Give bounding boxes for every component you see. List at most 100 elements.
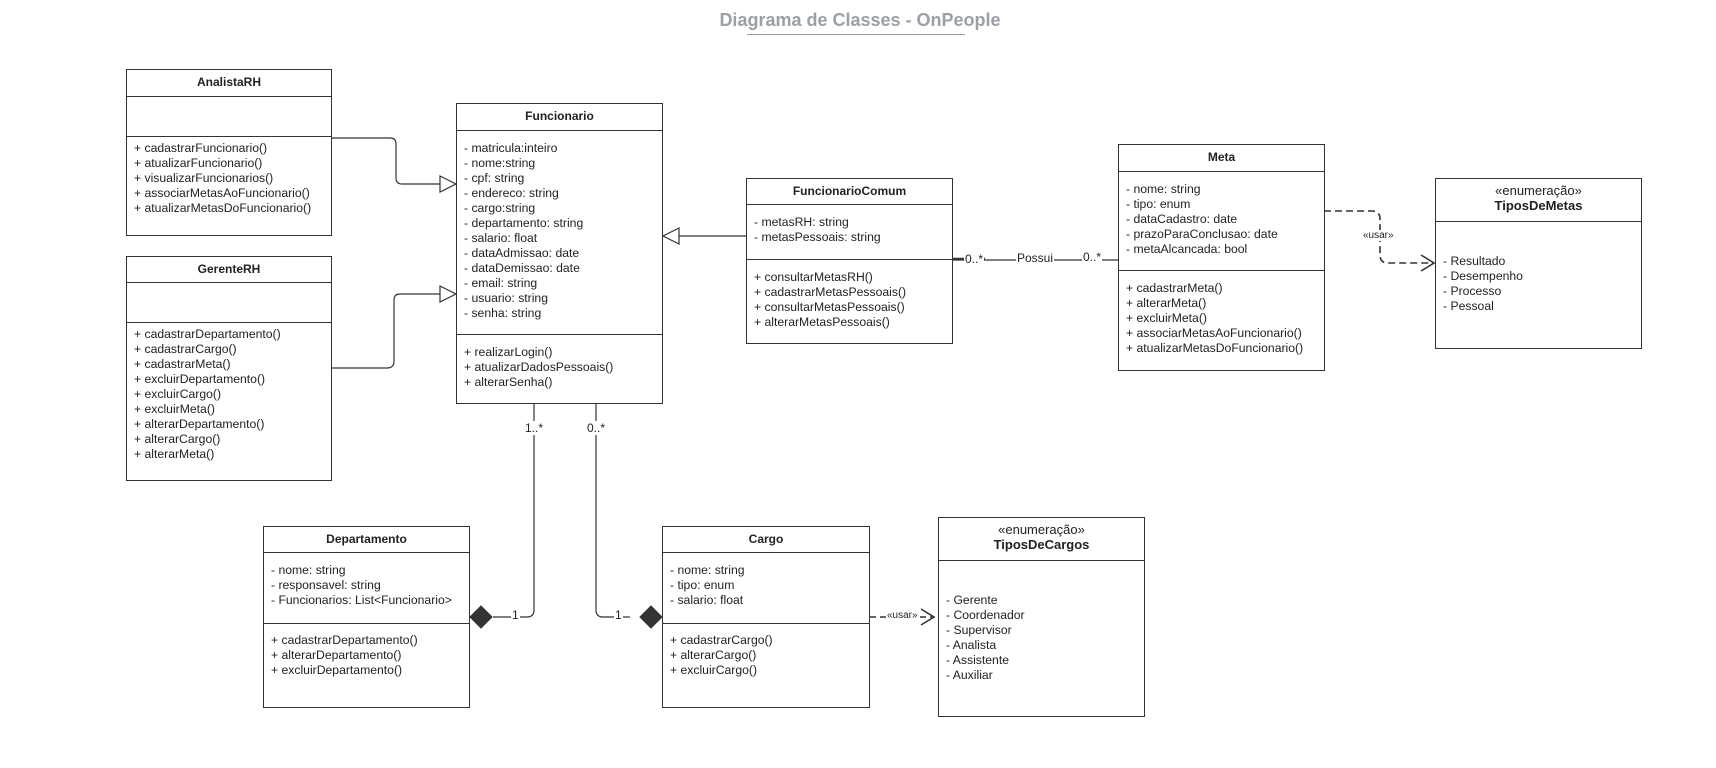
class-departamento-name: Departamento	[264, 527, 469, 553]
generalization-gerente-funcionario	[330, 293, 440, 369]
title-underline	[747, 34, 965, 35]
class-meta-attributes: - nome: string- tipo: enum- dataCadastro…	[1119, 172, 1324, 271]
class-funcionario-attributes: - matricula:inteiro- nome:string- cpf: s…	[457, 131, 662, 335]
possui-left-multiplicity: 0..*	[964, 252, 985, 266]
class-cargo[interactable]: Cargo - nome: string- tipo: enum- salari…	[662, 526, 870, 708]
class-analistarh-name: AnalistaRH	[127, 70, 331, 97]
enum-tiposdemetas-values-item: - Resultado	[1443, 254, 1506, 268]
class-meta[interactable]: Meta - nome: string- tipo: enum- dataCad…	[1118, 144, 1325, 371]
enum-tiposdecargos-values-item: - Analista	[946, 638, 997, 652]
usar-meta-label: «usar»	[1362, 230, 1395, 241]
class-funcionariocomum-attributes: - metasRH: string- metasPessoais: string	[747, 205, 952, 260]
class-cargo-attributes-item: - tipo: enum	[670, 578, 735, 592]
class-meta-methods-item: + cadastrarMeta()	[1126, 281, 1223, 295]
class-funcionario-attributes-item: - cargo:string	[464, 201, 536, 215]
class-funcionario-methods: + realizarLogin()+ atualizarDadosPessoai…	[457, 335, 662, 390]
class-funcionariocomum-methods-item: + consultarMetasPessoais()	[754, 300, 905, 314]
class-gerenterh-methods-item: + excluirCargo()	[134, 387, 222, 401]
class-departamento[interactable]: Departamento - nome: string- responsavel…	[263, 526, 470, 708]
class-departamento-methods-item: + cadastrarDepartamento()	[271, 633, 418, 647]
composition-diamond-departamento	[469, 605, 493, 629]
generalization-arrowhead-analista	[439, 175, 458, 193]
class-gerenterh-methods-item: + alterarCargo()	[134, 432, 221, 446]
class-cargo-methods: + cadastrarCargo()+ alterarCargo()+ excl…	[663, 624, 869, 678]
possui-right-multiplicity: 0..*	[1082, 250, 1103, 264]
enum-tiposdemetas-name: TiposDeMetas	[1494, 198, 1583, 213]
generalization-arrowhead-comum	[661, 227, 680, 245]
composition-cargo-funcionario	[595, 404, 630, 618]
class-cargo-attributes-item: - nome: string	[670, 563, 745, 577]
class-funcionario-attributes-item: - nome:string	[464, 156, 536, 170]
class-analistarh[interactable]: AnalistaRH + cadastrarFuncionario()+ atu…	[126, 69, 332, 236]
dependency-arrowhead-metas	[1420, 254, 1436, 272]
class-funcionariocomum-attributes-item: - metasPessoais: string	[754, 230, 881, 244]
class-meta-name: Meta	[1119, 145, 1324, 172]
class-meta-methods-item: + atualizarMetasDoFuncionario()	[1126, 341, 1304, 355]
enum-tiposdecargos-stereotype: «enumeração»	[998, 522, 1085, 537]
class-funcionariocomum[interactable]: FuncionarioComum - metasRH: string- meta…	[746, 178, 953, 344]
enum-tiposdecargos-values-item: - Gerente	[946, 593, 998, 607]
class-funcionario-methods-item: + realizarLogin()	[464, 345, 553, 359]
dept-funcionario-multiplicity: 1..*	[524, 421, 545, 435]
class-meta-attributes-item: - nome: string	[1126, 182, 1201, 196]
class-gerenterh-attributes	[127, 283, 331, 323]
class-funcionario-attributes-item: - endereco: string	[464, 186, 559, 200]
class-funcionariocomum-attributes-item: - metasRH: string	[754, 215, 849, 229]
class-gerenterh-name: GerenteRH	[127, 257, 331, 283]
class-departamento-attributes-item: - responsavel: string	[271, 578, 381, 592]
cargo-funcionario-multiplicity: 0..*	[586, 421, 607, 435]
dependency-arrowhead-cargos	[920, 608, 936, 626]
class-funcionario-attributes-item: - cpf: string	[464, 171, 525, 185]
class-meta-attributes-item: - tipo: enum	[1126, 197, 1191, 211]
class-cargo-methods-item: + cadastrarCargo()	[670, 633, 773, 647]
class-gerenterh[interactable]: GerenteRH + cadastrarDepartamento()+ cad…	[126, 256, 332, 481]
class-meta-methods-item: + associarMetasAoFuncionario()	[1126, 326, 1302, 340]
class-meta-attributes-item: - metaAlcancada: bool	[1126, 242, 1248, 256]
enum-tiposdecargos-values-item: - Supervisor	[946, 623, 1012, 637]
class-funcionario-attributes-item: - email: string	[464, 276, 538, 290]
class-meta-methods: + cadastrarMeta()+ alterarMeta()+ exclui…	[1119, 271, 1324, 356]
class-funcionario-methods-item: + atualizarDadosPessoais()	[464, 360, 614, 374]
class-departamento-methods-item: + alterarDepartamento()	[271, 648, 402, 662]
class-meta-methods-item: + excluirMeta()	[1126, 311, 1207, 325]
class-departamento-methods: + cadastrarDepartamento()+ alterarDepart…	[264, 624, 469, 678]
composition-departamento-funcionario	[493, 404, 535, 618]
generalization-arrowhead-gerente	[439, 285, 458, 303]
class-gerenterh-methods-item: + excluirDepartamento()	[134, 372, 266, 386]
enum-tiposdecargos-header: «enumeração» TiposDeCargos	[939, 518, 1144, 561]
class-funcionario-methods-item: + alterarSenha()	[464, 375, 553, 389]
dept-multiplicity: 1	[511, 608, 520, 622]
class-funcionario-attributes-item: - dataDemissao: date	[464, 261, 580, 275]
enum-tiposdecargos-name: TiposDeCargos	[993, 537, 1090, 552]
class-funcionario-attributes-item: - senha: string	[464, 306, 542, 320]
enum-tiposdemetas-values-item: - Processo	[1443, 284, 1502, 298]
association-possui-label: Possui	[1016, 251, 1055, 265]
enum-tiposdemetas-values-item: - Desempenho	[1443, 269, 1523, 283]
class-analistarh-methods-item: + cadastrarFuncionario()	[134, 141, 268, 155]
class-funcionario[interactable]: Funcionario - matricula:inteiro- nome:st…	[456, 103, 663, 404]
class-gerenterh-methods-item: + alterarMeta()	[134, 447, 215, 461]
cargo-multiplicity: 1	[614, 608, 623, 622]
class-analistarh-methods-item: + atualizarMetasDoFuncionario()	[134, 201, 312, 215]
class-funcionariocomum-methods-item: + alterarMetasPessoais()	[754, 315, 890, 329]
class-meta-attributes-item: - prazoParaConclusao: date	[1126, 227, 1278, 241]
class-departamento-methods-item: + excluirDepartamento()	[271, 663, 403, 677]
class-funcionario-attributes-item: - matricula:inteiro	[464, 141, 558, 155]
class-funcionario-attributes-item: - salario: float	[464, 231, 538, 245]
class-analistarh-methods-item: + associarMetasAoFuncionario()	[134, 186, 310, 200]
class-cargo-attributes: - nome: string- tipo: enum- salario: flo…	[663, 553, 869, 624]
usar-cargo-label: «usar»	[886, 610, 919, 621]
class-analistarh-methods-item: + atualizarFuncionario()	[134, 156, 263, 170]
class-funcionariocomum-methods: + consultarMetasRH()+ cadastrarMetasPess…	[747, 260, 952, 330]
enum-tiposdecargos-values-item: - Coordenador	[946, 608, 1025, 622]
enum-tiposdemetas[interactable]: «enumeração» TiposDeMetas - Resultado- D…	[1435, 178, 1642, 349]
class-departamento-attributes: - nome: string- responsavel: string- Fun…	[264, 553, 469, 624]
class-gerenterh-methods-item: + excluirMeta()	[134, 402, 215, 416]
generalization-analista-funcionario	[330, 137, 440, 185]
enum-tiposdecargos[interactable]: «enumeração» TiposDeCargos - Gerente- Co…	[938, 517, 1145, 717]
class-departamento-attributes-item: - Funcionarios: List<Funcionario>	[271, 593, 452, 607]
class-analistarh-methods: + cadastrarFuncionario()+ atualizarFunci…	[127, 137, 331, 216]
class-funcionario-attributes-item: - dataAdmissao: date	[464, 246, 580, 260]
class-analistarh-attributes	[127, 97, 331, 137]
class-funcionariocomum-methods-item: + consultarMetasRH()	[754, 270, 873, 284]
